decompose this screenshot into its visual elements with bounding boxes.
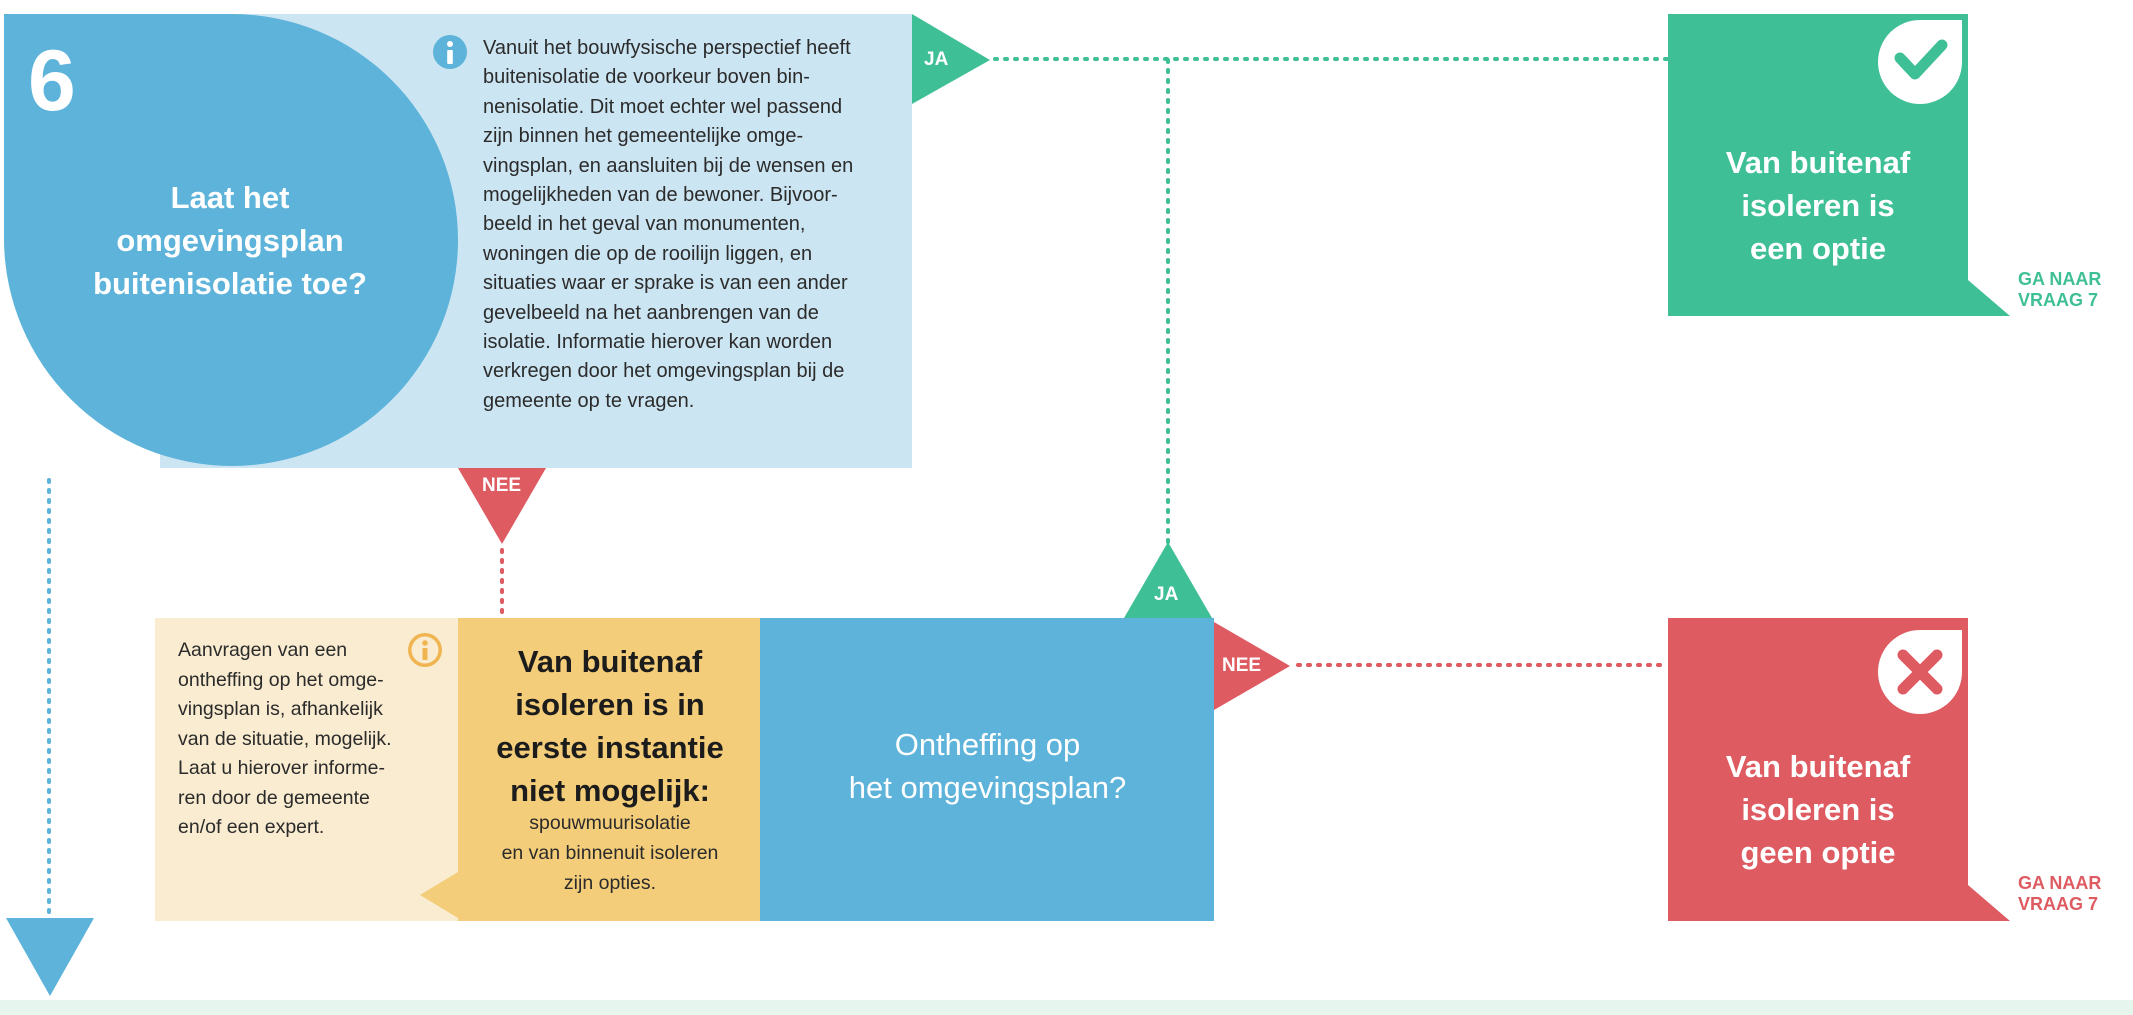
bottom-band (0, 1000, 2133, 1015)
nee-arrow-down (458, 468, 546, 544)
nee-label-down: NEE (482, 475, 522, 496)
ja-label-top: JA (924, 49, 949, 70)
nee-arrow-right (1214, 622, 1290, 710)
result-yes-title: Van buitenaf isoleren is een optie (1725, 145, 1911, 266)
info-icon (408, 633, 442, 667)
ja-arrow-top (912, 14, 990, 104)
result-yes-goto[interactable]: GA NAAR VRAAG 7 (2018, 269, 2102, 310)
question-info-text: Vanuit het bouwfysische perspectief heef… (483, 37, 854, 412)
outcome-box (458, 618, 760, 921)
question-title: Laat het omgevingsplan buitenisolatie to… (93, 180, 367, 301)
outcome-title: Van buitenaf isoleren is in eerste insta… (496, 644, 724, 808)
question-number: 6 (28, 33, 76, 129)
result-no-goto[interactable]: GA NAAR VRAAG 7 (2018, 873, 2102, 914)
ontheffing-box (760, 618, 1214, 921)
ontheffing-question: Ontheffing op het omgevingsplan? (848, 727, 1127, 805)
result-no-title: Van buitenaf isoleren is geen optie (1725, 749, 1911, 870)
exemption-note-box (155, 618, 465, 921)
info-icon (433, 35, 467, 69)
skip-arrow-down (6, 918, 94, 996)
cross-icon (1878, 630, 1962, 714)
ja-arrow-up (1124, 542, 1212, 618)
exemption-note-arrow (420, 872, 458, 918)
nee-label-right: NEE (1222, 655, 1262, 676)
exemption-note: Aanvragen van een ontheffing op het omge… (178, 639, 392, 838)
check-icon (1878, 20, 1962, 104)
ja-label-up: JA (1154, 584, 1179, 605)
outcome-subtitle: spouwmuurisolatie en van binnenuit isole… (501, 812, 719, 894)
question-shape (4, 14, 458, 466)
